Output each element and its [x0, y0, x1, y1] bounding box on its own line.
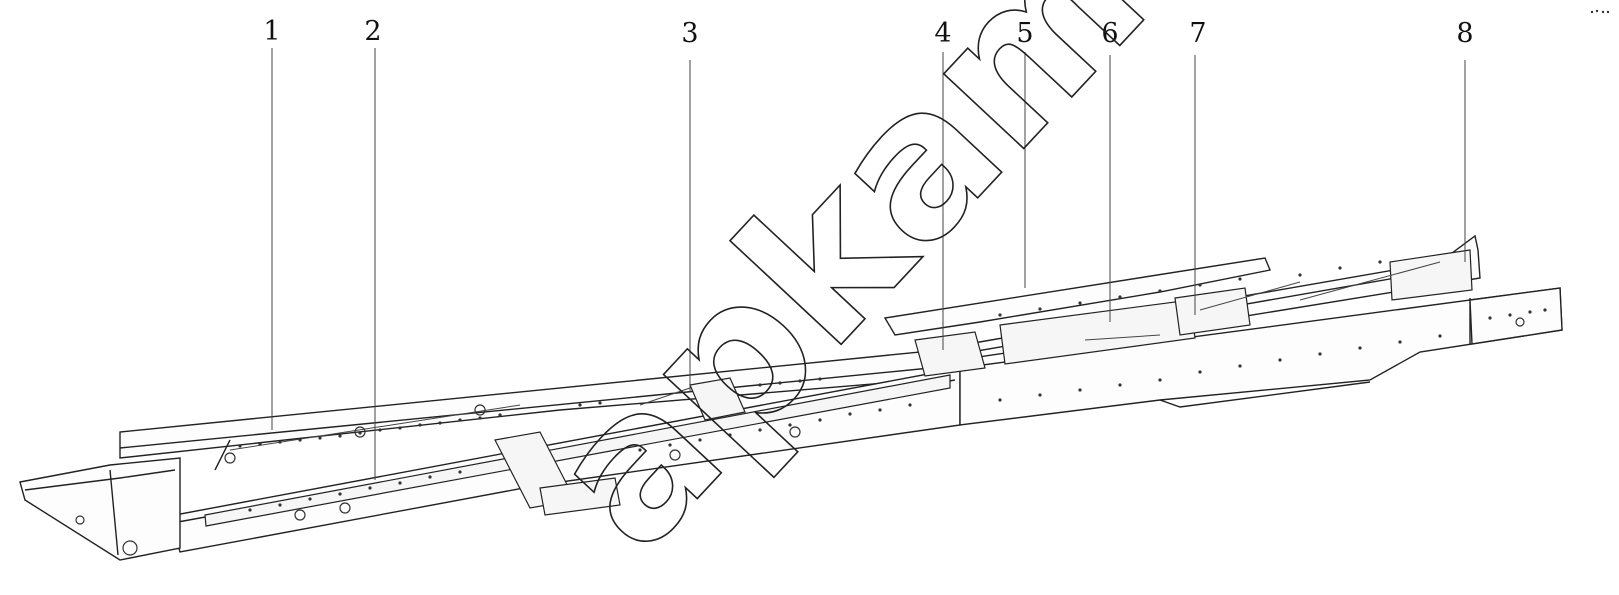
- cross-member-2: [689, 377, 746, 421]
- callout-2: 2: [364, 16, 381, 47]
- cross-member-5: [1174, 287, 1251, 336]
- rear-end-plate: [1469, 287, 1563, 345]
- callout-5: 5: [1016, 18, 1033, 49]
- cross-member-3: [914, 331, 986, 377]
- leader-lines: [271, 48, 1466, 480]
- callout-labels: 1 2 3 4 5 6 7 8: [263, 16, 1473, 49]
- cross-member-4: [999, 299, 1196, 365]
- callout-1: 1: [263, 16, 280, 47]
- front-cross-member: [19, 457, 181, 561]
- rivet-holes: [224, 260, 1547, 521]
- callout-8: 8: [1456, 18, 1473, 49]
- corner-specks: [1590, 9, 1610, 14]
- callout-3: 3: [681, 18, 698, 49]
- front-reinforcement-plate: [204, 374, 951, 527]
- callout-6: 6: [1101, 18, 1118, 49]
- cross-member-6: [1389, 249, 1473, 301]
- chassis-frame-drawing: [19, 234, 1563, 561]
- callout-4: 4: [934, 18, 951, 49]
- center-bracket: [539, 477, 621, 516]
- callout-7: 7: [1189, 18, 1206, 49]
